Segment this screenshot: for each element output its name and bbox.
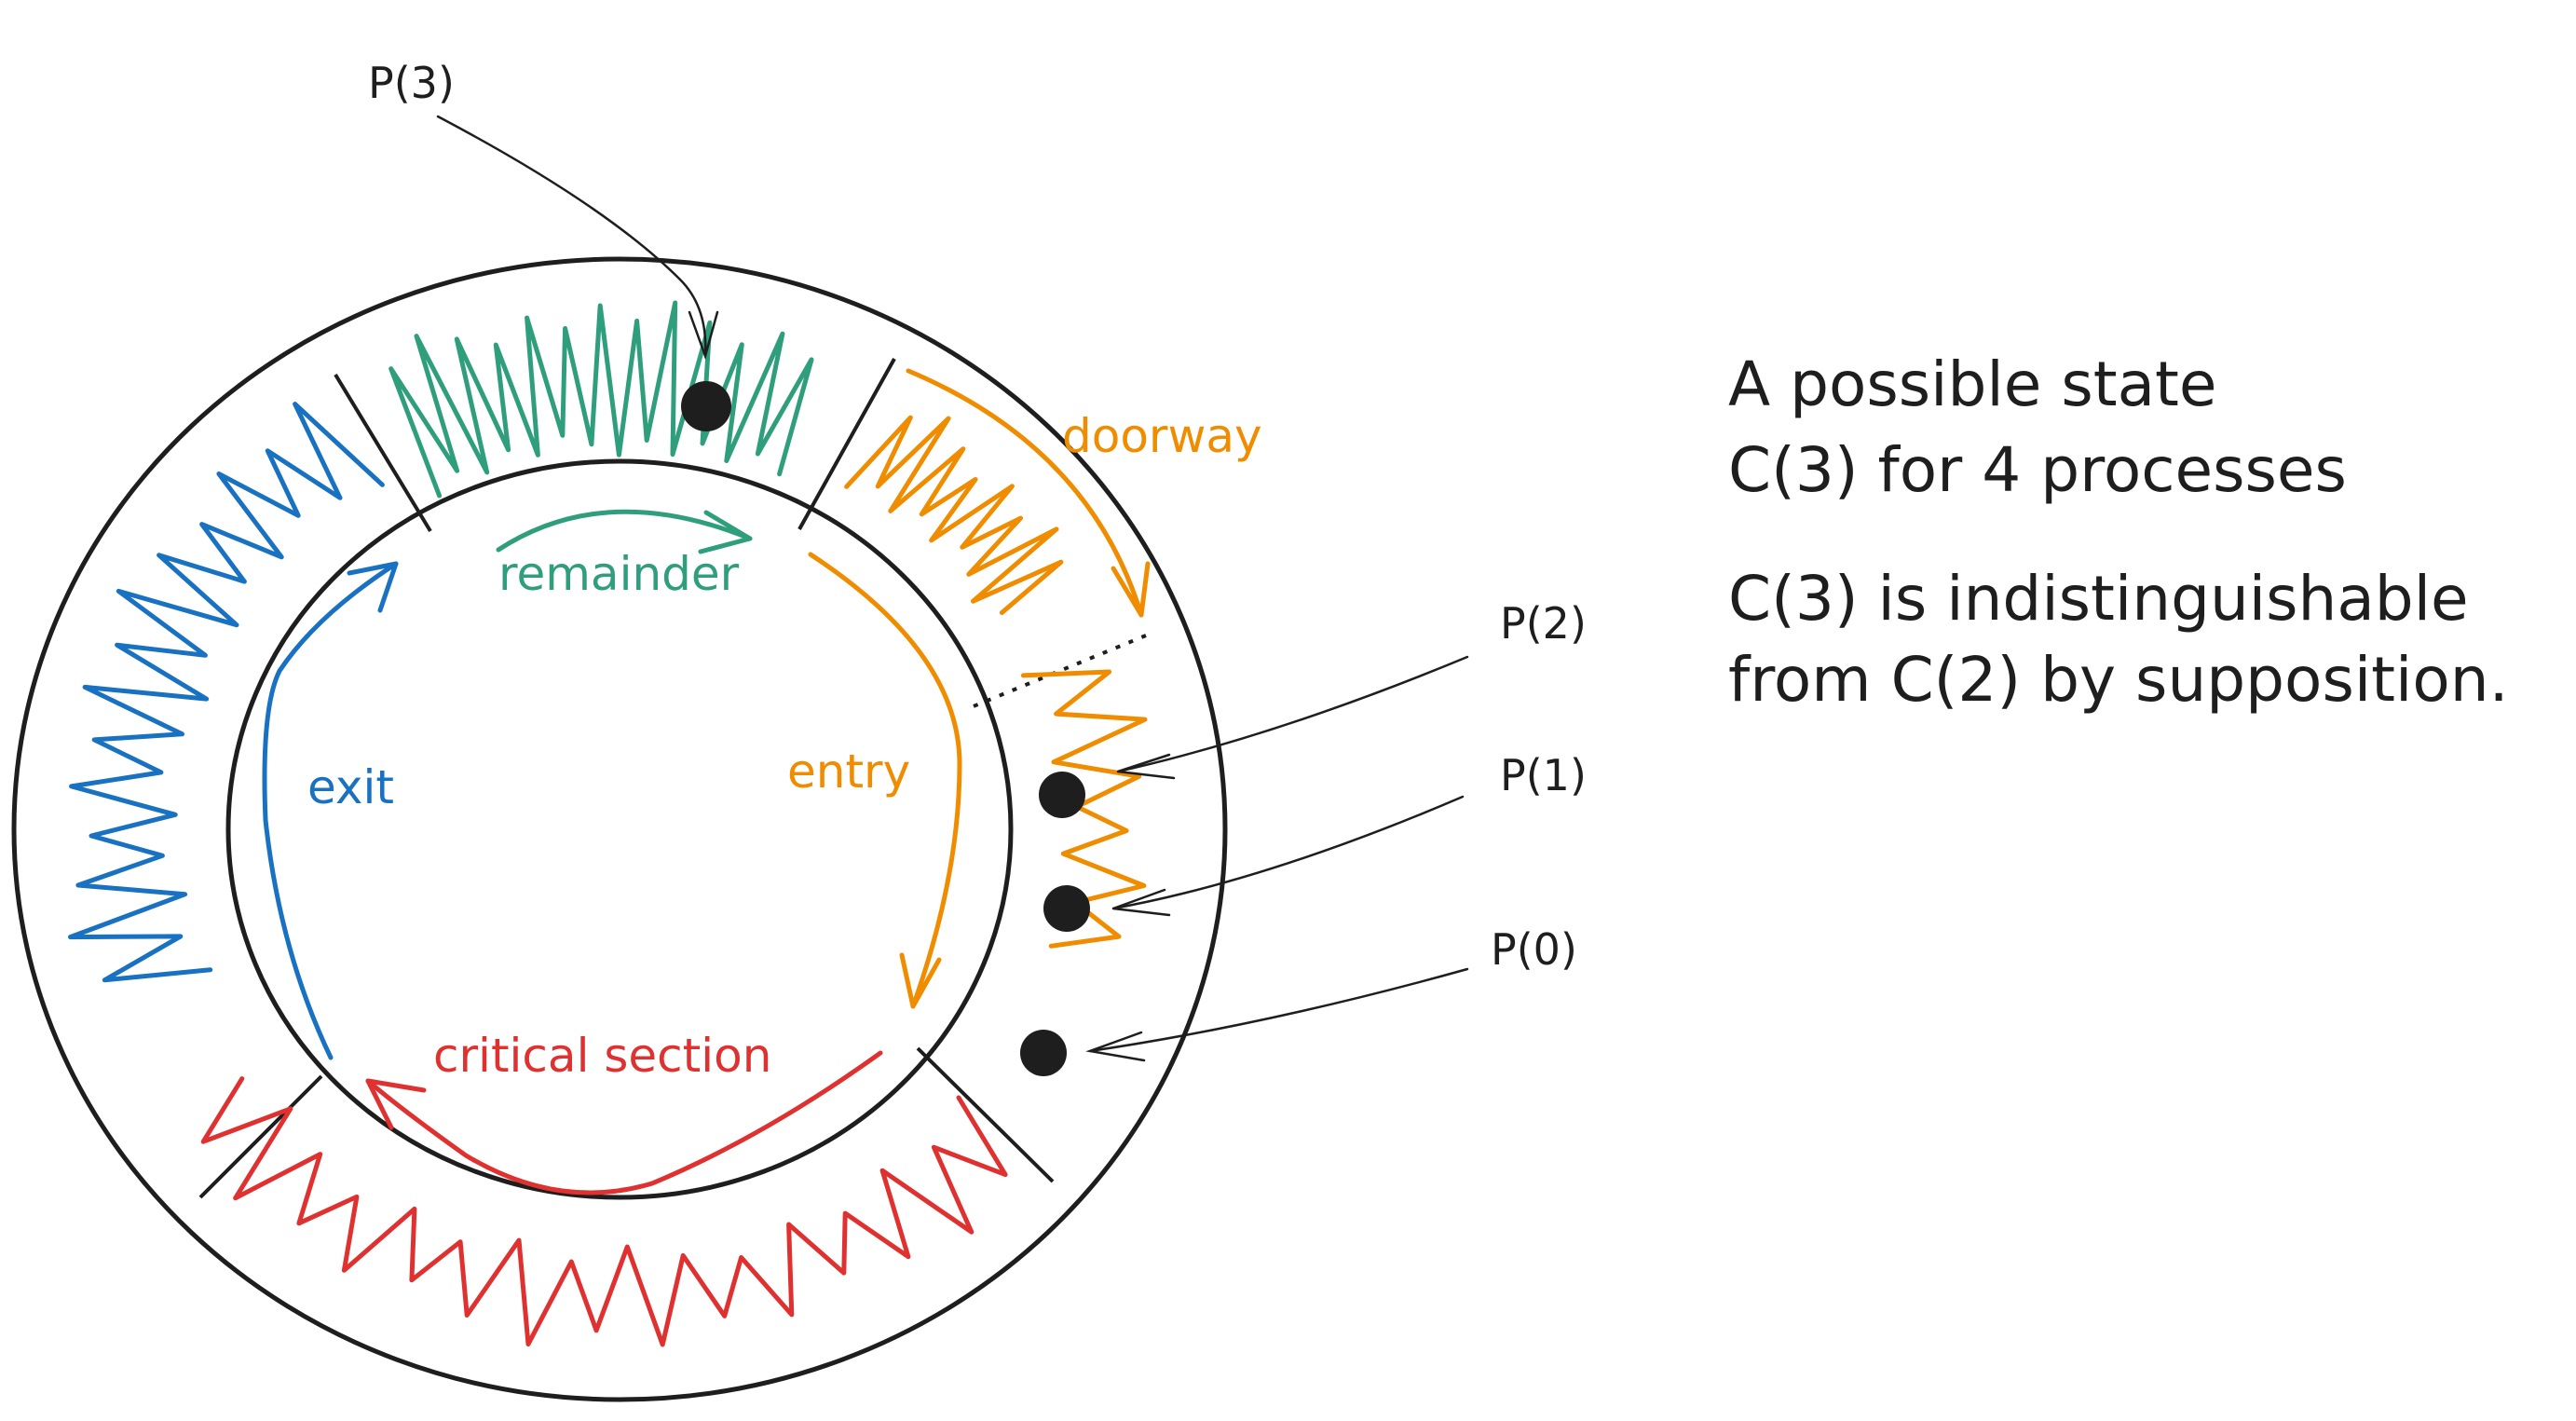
p2-pointer-line xyxy=(1116,655,1469,773)
separator-critical-exit xyxy=(198,1074,323,1199)
exit-scribble xyxy=(68,402,385,983)
p2-pointer-head xyxy=(1117,753,1176,780)
p0-pointer-line xyxy=(1088,967,1469,1053)
critical-section-label: critical section xyxy=(433,1029,771,1083)
exit-label: exit xyxy=(307,760,394,814)
p1-label: P(1) xyxy=(1500,750,1587,800)
separator-exit-remainder xyxy=(334,373,432,533)
p0-marker xyxy=(1020,1030,1067,1076)
p3-pointer-head xyxy=(688,310,719,361)
critical-section-arrow xyxy=(365,1050,883,1196)
separator-entry-critical xyxy=(916,1046,1055,1183)
p2-marker xyxy=(1039,772,1085,818)
outer-ring xyxy=(11,256,1228,1402)
remainder-scribble xyxy=(388,300,814,499)
doorway-arrow xyxy=(906,368,1151,618)
doorway-scribble xyxy=(844,415,1064,615)
p1-pointer-line xyxy=(1111,795,1465,910)
separator-doorway-entry xyxy=(968,634,1147,710)
note-line-2: C(3) for 4 processes xyxy=(1728,434,2347,506)
entry-arrow xyxy=(808,552,962,1009)
note-line-1: A possible state xyxy=(1728,348,2217,420)
p3-marker xyxy=(681,381,731,431)
p0-pointer-head xyxy=(1085,1031,1146,1062)
p2-label: P(2) xyxy=(1500,598,1587,649)
p3-pointer-line xyxy=(436,115,707,358)
note-line-4: from C(2) by supposition. xyxy=(1728,644,2509,716)
remainder-arrow xyxy=(496,509,753,554)
note-line-3: C(3) is indistinguishable xyxy=(1728,563,2469,635)
entry-label: entry xyxy=(787,745,910,799)
remainder-label: remainder xyxy=(498,547,740,601)
separator-remainder-doorway xyxy=(797,358,896,530)
p3-label: P(3) xyxy=(368,58,455,108)
exit-arrow xyxy=(262,561,399,1060)
p0-label: P(0) xyxy=(1491,924,1577,975)
critical-section-scribble xyxy=(200,1076,1008,1347)
doorway-label: doorway xyxy=(1062,409,1262,463)
inner-ring xyxy=(225,458,1014,1200)
p1-pointer-head xyxy=(1112,888,1171,917)
p1-marker xyxy=(1043,885,1090,932)
